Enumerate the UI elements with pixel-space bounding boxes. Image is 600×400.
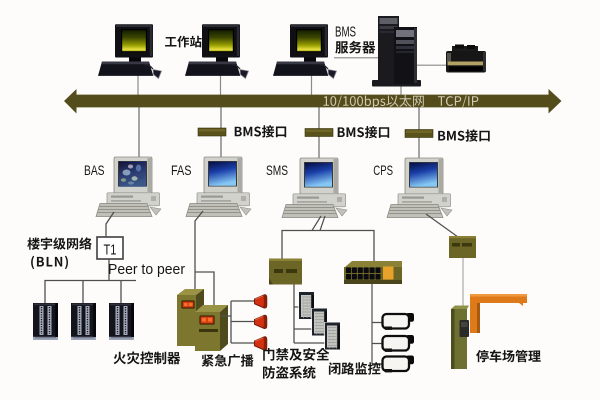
- svg-text:Peer to peer: Peer to peer: [108, 261, 185, 278]
- svg-text:BMS: BMS: [335, 24, 356, 41]
- svg-text:BAS: BAS: [84, 162, 105, 178]
- svg-text:SMS: SMS: [266, 162, 288, 178]
- svg-text:T1: T1: [104, 242, 117, 259]
- svg-text:CPS: CPS: [373, 162, 393, 178]
- svg-text:FAS: FAS: [171, 162, 192, 178]
